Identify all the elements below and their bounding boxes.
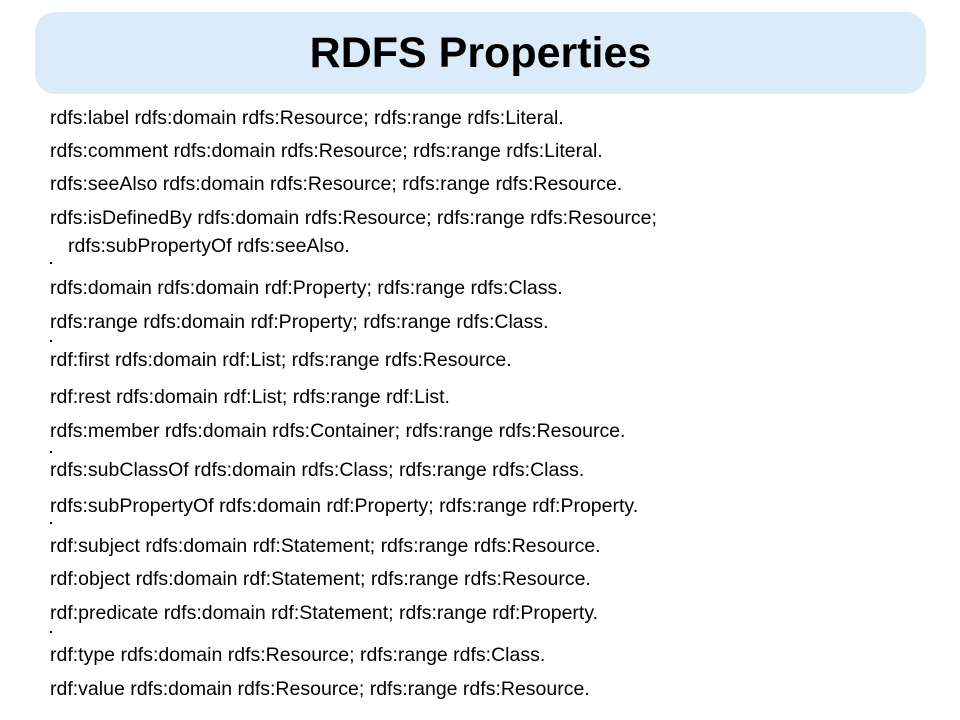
title-banner: RDFS Properties	[35, 12, 926, 94]
list-item: rdfs:domain rdfs:domain rdf:Property; rd…	[50, 277, 563, 299]
list-item: rdfs:label rdfs:domain rdfs:Resource; rd…	[50, 107, 564, 129]
list-item: rdfs:subClassOf rdfs:domain rdfs:Class; …	[50, 459, 585, 481]
list-item: rdf:first rdfs:domain rdf:List; rdfs:ran…	[50, 349, 512, 371]
list-item: rdfs:comment rdfs:domain rdfs:Resource; …	[50, 140, 603, 162]
separator-dot	[50, 522, 52, 524]
list-item: rdfs:range rdfs:domain rdf:Property; rdf…	[50, 311, 549, 333]
list-item: rdf:predicate rdfs:domain rdf:Statement;…	[50, 602, 599, 624]
list-item: rdf:subject rdfs:domain rdf:Statement; r…	[50, 535, 601, 557]
list-item-continuation: rdfs:subPropertyOf rdfs:seeAlso.	[68, 235, 350, 257]
list-item: rdf:object rdfs:domain rdf:Statement; rd…	[50, 568, 591, 590]
list-item: rdf:rest rdfs:domain rdf:List; rdfs:rang…	[50, 386, 450, 408]
separator-dot	[50, 262, 52, 264]
list-item: rdfs:seeAlso rdfs:domain rdfs:Resource; …	[50, 173, 623, 195]
list-item: rdf:value rdfs:domain rdfs:Resource; rdf…	[50, 678, 590, 700]
separator-dot	[50, 451, 52, 453]
separator-dot	[50, 631, 52, 633]
list-item: rdf:type rdfs:domain rdfs:Resource; rdfs…	[50, 644, 546, 666]
list-item: rdfs:subPropertyOf rdfs:domain rdf:Prope…	[50, 495, 639, 517]
separator-dot	[50, 340, 52, 342]
list-item: rdfs:isDefinedBy rdfs:domain rdfs:Resour…	[50, 207, 657, 229]
list-item: rdfs:member rdfs:domain rdfs:Container; …	[50, 420, 626, 442]
page-title: RDFS Properties	[309, 28, 652, 77]
